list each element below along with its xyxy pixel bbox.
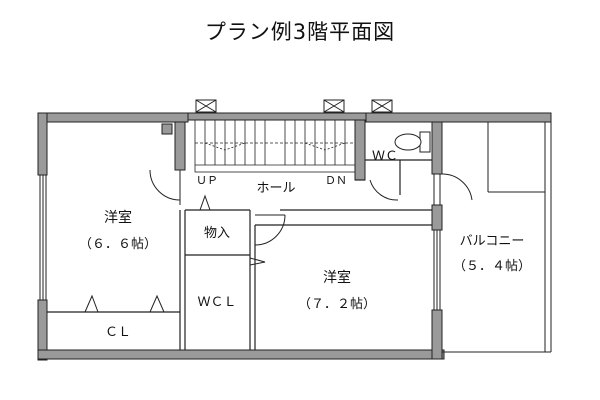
label-toilet: ＷＣ	[372, 149, 398, 164]
vents	[161, 99, 393, 135]
label-bedroom-right: 洋室	[323, 269, 351, 286]
balcony-outline	[442, 113, 552, 353]
windows	[39, 173, 441, 311]
toilet-fixture	[394, 131, 431, 153]
label-bedroom-left-size: （６．６帖）	[79, 237, 157, 252]
label-stair-up: ＵＰ	[196, 174, 218, 187]
stair	[194, 119, 356, 173]
label-bedroom-right-size: （７．２帖）	[298, 297, 376, 312]
label-stair-down: ＤＮ	[325, 174, 347, 187]
label-storage: 物入	[204, 226, 230, 241]
label-closet: ＣＬ	[105, 325, 131, 340]
label-balcony-size: （５．４帖）	[453, 259, 531, 274]
plan-title: プラン例3階平面図	[204, 20, 396, 44]
outer-walls	[37, 112, 552, 361]
label-hall: ホール	[256, 181, 295, 196]
label-bedroom-left: 洋室	[104, 209, 132, 226]
doors	[84, 169, 473, 313]
label-walk-in-closet: ＷＣＬ	[197, 295, 236, 310]
label-balcony: バルコニー	[460, 234, 525, 249]
interior-partitions	[47, 159, 432, 350]
